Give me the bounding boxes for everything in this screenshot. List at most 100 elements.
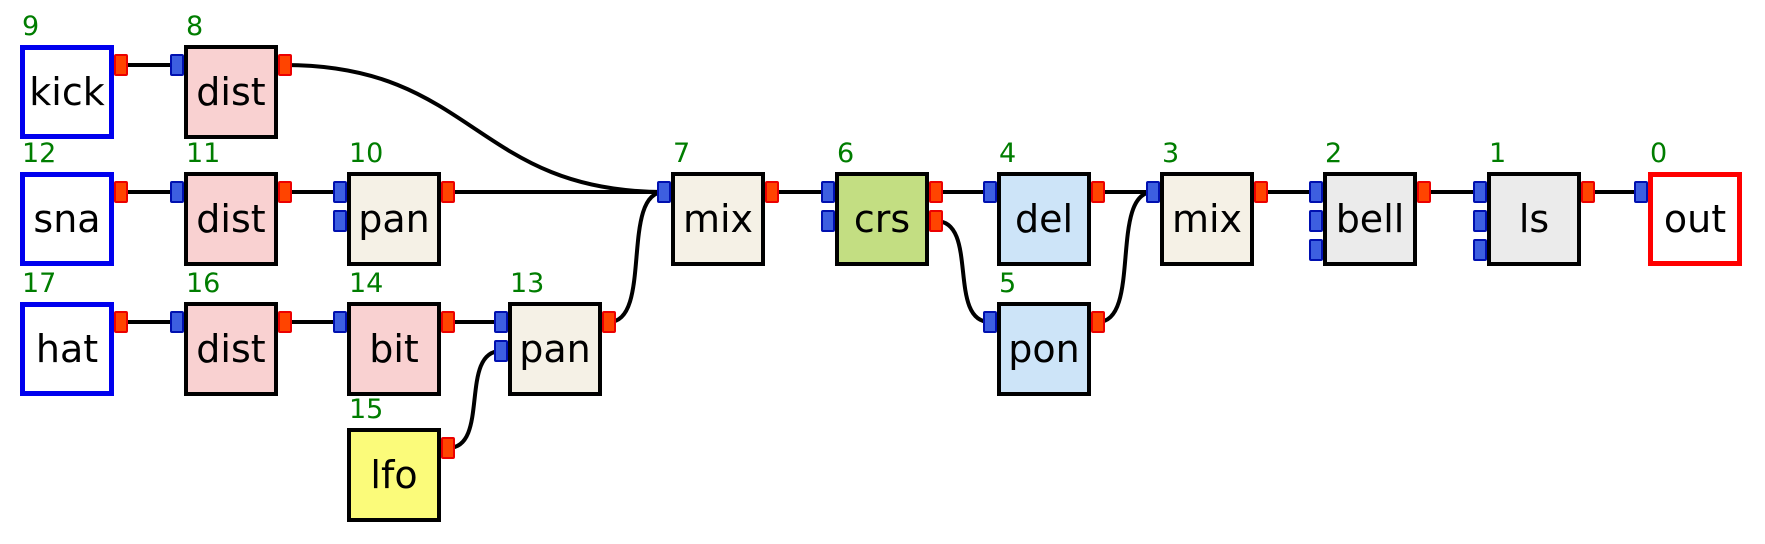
wire[interactable] bbox=[1096, 190, 1155, 324]
node-box[interactable]: bit bbox=[347, 302, 441, 396]
output-port[interactable] bbox=[278, 181, 292, 203]
node-number-label: 3 bbox=[1162, 138, 1180, 169]
graph-node[interactable]: 9 kick bbox=[20, 11, 114, 139]
node-box[interactable]: lfo bbox=[347, 428, 441, 522]
output-port[interactable] bbox=[441, 437, 455, 459]
node-number-label: 6 bbox=[837, 138, 855, 169]
graph-node[interactable]: 0 out bbox=[1648, 138, 1742, 266]
output-port[interactable] bbox=[929, 181, 943, 203]
node-box[interactable]: del bbox=[997, 172, 1091, 266]
node-box[interactable]: out bbox=[1648, 172, 1742, 266]
graph-node[interactable]: 15 lfo bbox=[347, 394, 441, 522]
node-number-label: 1 bbox=[1489, 138, 1507, 169]
input-port[interactable] bbox=[170, 311, 184, 333]
input-port[interactable] bbox=[983, 311, 997, 333]
input-port[interactable] bbox=[333, 210, 347, 232]
node-label: pan bbox=[519, 327, 591, 371]
input-port[interactable] bbox=[494, 311, 508, 333]
output-port[interactable] bbox=[114, 181, 128, 203]
node-box[interactable]: mix bbox=[1160, 172, 1254, 266]
node-box[interactable]: pon bbox=[997, 302, 1091, 396]
node-box[interactable]: kick bbox=[20, 45, 114, 139]
output-port[interactable] bbox=[1581, 181, 1595, 203]
input-port[interactable] bbox=[657, 181, 671, 203]
graph-node[interactable]: 8 dist bbox=[184, 11, 278, 139]
graph-node[interactable]: 3 mix bbox=[1160, 138, 1254, 266]
input-port[interactable] bbox=[1309, 210, 1323, 232]
node-number-label: 0 bbox=[1650, 138, 1668, 169]
output-port[interactable] bbox=[1091, 181, 1105, 203]
input-port[interactable] bbox=[1473, 210, 1487, 232]
graph-node[interactable]: 7 mix bbox=[671, 138, 765, 266]
graph-node[interactable]: 12 sna bbox=[20, 138, 114, 266]
node-box[interactable]: dist bbox=[184, 45, 278, 139]
input-port[interactable] bbox=[821, 210, 835, 232]
input-port[interactable] bbox=[333, 311, 347, 333]
node-box[interactable]: ls bbox=[1487, 172, 1581, 266]
node-label: bit bbox=[369, 327, 419, 371]
node-number-label: 13 bbox=[510, 268, 545, 299]
input-port[interactable] bbox=[1309, 239, 1323, 261]
output-port[interactable] bbox=[1417, 181, 1431, 203]
node-box[interactable]: hat bbox=[20, 302, 114, 396]
node-label: mix bbox=[682, 197, 754, 241]
node-box[interactable]: mix bbox=[671, 172, 765, 266]
input-port[interactable] bbox=[1473, 181, 1487, 203]
output-port[interactable] bbox=[114, 54, 128, 76]
output-port[interactable] bbox=[1254, 181, 1268, 203]
graph-node[interactable]: 11 dist bbox=[184, 138, 278, 266]
graph-node[interactable]: 16 dist bbox=[184, 268, 278, 396]
node-box[interactable]: sna bbox=[20, 172, 114, 266]
input-port[interactable] bbox=[333, 181, 347, 203]
graph-node[interactable]: 17 hat bbox=[20, 268, 114, 396]
wire[interactable] bbox=[607, 190, 666, 324]
input-port[interactable] bbox=[1473, 239, 1487, 261]
node-label: bell bbox=[1335, 197, 1405, 241]
node-box[interactable]: crs bbox=[835, 172, 929, 266]
node-box[interactable]: pan bbox=[508, 302, 602, 396]
input-port[interactable] bbox=[983, 181, 997, 203]
output-port[interactable] bbox=[602, 311, 616, 333]
node-number-label: 2 bbox=[1325, 138, 1343, 169]
output-port[interactable] bbox=[929, 210, 943, 232]
input-port[interactable] bbox=[821, 181, 835, 203]
graph-node[interactable]: 14 bit bbox=[347, 268, 441, 396]
input-port[interactable] bbox=[494, 340, 508, 362]
output-port[interactable] bbox=[1091, 311, 1105, 333]
node-label: del bbox=[1014, 197, 1074, 241]
wire[interactable] bbox=[446, 349, 503, 450]
graph-node[interactable]: 2 bell bbox=[1323, 138, 1417, 266]
node-box[interactable]: dist bbox=[184, 302, 278, 396]
output-port[interactable] bbox=[441, 311, 455, 333]
node-label: pan bbox=[358, 197, 430, 241]
node-label: ls bbox=[1518, 197, 1550, 241]
node-label: sna bbox=[33, 197, 101, 241]
input-port[interactable] bbox=[1634, 181, 1648, 203]
graph-node[interactable]: 10 pan bbox=[347, 138, 441, 266]
input-port[interactable] bbox=[170, 54, 184, 76]
node-number-label: 15 bbox=[349, 394, 384, 425]
output-port[interactable] bbox=[441, 181, 455, 203]
graph-node[interactable]: 5 pon bbox=[997, 268, 1091, 396]
input-port[interactable] bbox=[1146, 181, 1160, 203]
graph-node[interactable]: 13 pan bbox=[508, 268, 602, 396]
input-port[interactable] bbox=[170, 181, 184, 203]
graph-node[interactable]: 4 del bbox=[997, 138, 1091, 266]
output-port[interactable] bbox=[278, 311, 292, 333]
graph-node[interactable]: 1 ls bbox=[1487, 138, 1581, 266]
output-port[interactable] bbox=[114, 311, 128, 333]
node-label: crs bbox=[853, 197, 911, 241]
wire[interactable] bbox=[283, 63, 666, 194]
input-port[interactable] bbox=[1309, 181, 1323, 203]
node-number-label: 9 bbox=[22, 11, 40, 42]
node-box[interactable]: bell bbox=[1323, 172, 1417, 266]
wire[interactable] bbox=[934, 219, 992, 324]
output-port[interactable] bbox=[765, 181, 779, 203]
node-label: hat bbox=[35, 327, 99, 371]
graph-node[interactable]: 6 crs bbox=[835, 138, 929, 266]
output-port[interactable] bbox=[278, 54, 292, 76]
node-box[interactable]: dist bbox=[184, 172, 278, 266]
node-box[interactable]: pan bbox=[347, 172, 441, 266]
node-number-label: 5 bbox=[999, 268, 1017, 299]
